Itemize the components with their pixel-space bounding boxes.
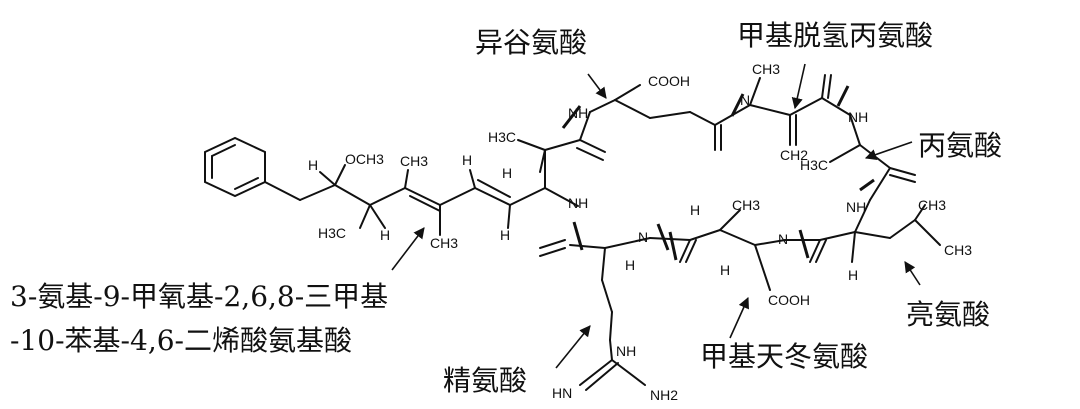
h3c-adda-bottom: H3C — [318, 225, 346, 241]
arrow-mdha — [791, 63, 806, 110]
pointer-arrows — [391, 63, 921, 369]
ch2-mdha: CH2 — [780, 147, 808, 163]
ch3-adda-top: CH3 — [400, 153, 428, 169]
n-mdha: N — [740, 92, 750, 108]
arrow-arg — [555, 325, 591, 369]
nh-leu: NH — [846, 199, 866, 215]
nh-arg: NH — [616, 343, 636, 359]
h-masp-top: H — [690, 202, 700, 218]
ch3-mdha: CH3 — [752, 61, 780, 77]
label-masp: 甲基天冬氨酸 — [700, 340, 868, 373]
arrow-isoglu — [587, 73, 607, 99]
arrow-adda — [391, 227, 425, 271]
label-adda-line2: -10-苯基-4,6-二烯酸氨基酸 — [10, 324, 352, 357]
ch3-masp: CH3 — [732, 197, 760, 213]
ch3-leu-top: CH3 — [918, 197, 946, 213]
h3c-ala: H3C — [800, 157, 828, 173]
label-arg: 精氨酸 — [443, 364, 527, 397]
hn-arg: HN — [552, 385, 572, 401]
nh-ala: NH — [848, 109, 868, 125]
h-leu: H — [848, 267, 858, 283]
h-arg: H — [625, 257, 635, 273]
cleavage-marks — [561, 85, 875, 261]
label-adda-line1: 3-氨基-9-甲氧基-2,6,8-三甲基 — [10, 280, 388, 313]
arrow-leu — [904, 261, 921, 286]
nh-isoglu: NH — [568, 105, 588, 121]
label-leu: 亮氨酸 — [906, 298, 990, 331]
n-arg: N — [638, 229, 648, 245]
macrocycle-bonds — [539, 74, 941, 391]
h-adda-4: H — [308, 157, 318, 173]
arrow-masp — [729, 296, 749, 339]
h-adda-3: H — [500, 227, 510, 243]
nh-adda: NH — [568, 195, 588, 211]
ch3-leu-right: CH3 — [944, 242, 972, 258]
n-masp: N — [778, 231, 788, 247]
h3c-adda: H3C — [488, 129, 516, 145]
cooh-masp: COOH — [768, 292, 810, 308]
phenyl-ring — [204, 136, 266, 198]
atom-labels: COOH NH N CH3 CH2 NH H3C NH CH3 CH3 H N … — [308, 61, 972, 403]
label-mdha: 甲基脱氢丙氨酸 — [737, 19, 933, 52]
label-iso-glu: 异谷氨酸 — [475, 26, 587, 59]
label-ala: 丙氨酸 — [918, 129, 1002, 162]
arrow-ala — [864, 141, 913, 160]
ch3-adda: CH3 — [430, 235, 458, 251]
adda-chain-bonds — [264, 139, 581, 236]
cooh-isoglu: COOH — [648, 73, 690, 89]
och3-adda: OCH3 — [345, 151, 384, 167]
residue-labels: 异谷氨酸 甲基脱氢丙氨酸 丙氨酸 亮氨酸 甲基天冬氨酸 精氨酸 3-氨基-9-甲… — [10, 19, 1002, 397]
h-adda-5: H — [380, 227, 390, 243]
nh2-arg: NH2 — [650, 387, 678, 403]
h-adda-1: H — [502, 165, 512, 181]
h-masp: H — [720, 262, 730, 278]
h-adda-2: H — [462, 152, 472, 168]
